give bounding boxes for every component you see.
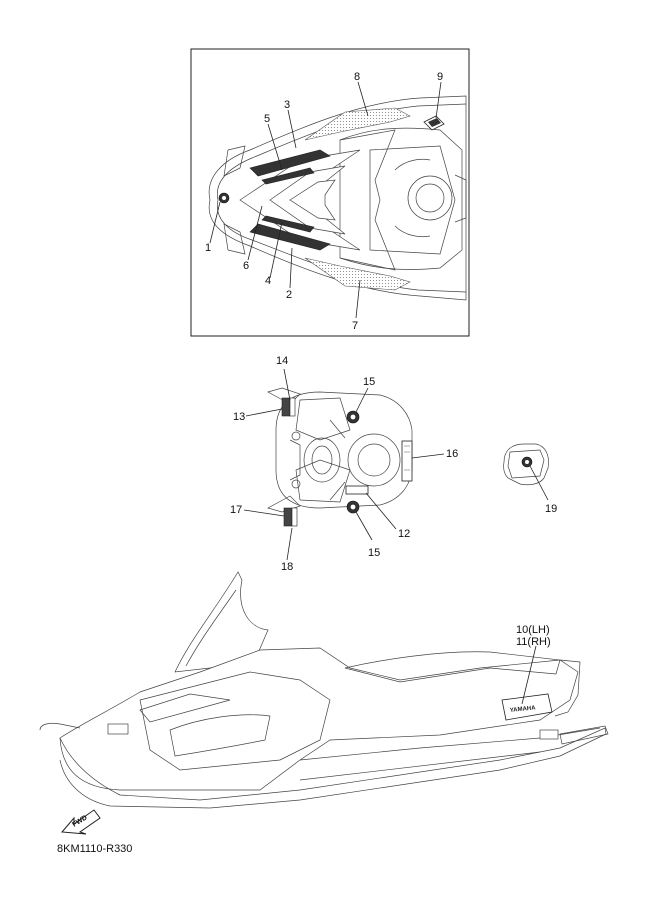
side-decal-10-11 (501, 693, 553, 721)
callout-9: 9 (437, 71, 443, 83)
callout-11: 11(RH) (516, 636, 551, 648)
callout-16: 16 (446, 448, 458, 460)
callout-8: 8 (354, 71, 360, 83)
callout-15-upper: 15 (363, 376, 375, 388)
callout-5: 5 (264, 113, 270, 125)
side-panel-top-decal (304, 107, 411, 141)
label-16 (401, 440, 413, 482)
callout-17: 17 (230, 504, 242, 516)
tank-top-view (243, 368, 445, 561)
windshield (174, 571, 269, 673)
callout-6: 6 (243, 260, 249, 272)
body-outline (59, 647, 579, 791)
label-12 (345, 485, 369, 495)
label-17 (283, 507, 293, 527)
stripe-upper (249, 149, 331, 177)
part-19-cover (503, 443, 549, 501)
callout-13: 13 (233, 411, 245, 423)
callout-3: 3 (284, 99, 290, 111)
callout-4: 4 (265, 275, 271, 287)
callout-18: 18 (281, 561, 293, 573)
tank-outline (275, 391, 413, 509)
label-13 (281, 397, 291, 417)
callout-12: 12 (398, 528, 410, 540)
callout-15-lower: 15 (368, 547, 380, 559)
snowmobile-side-view: YAMAHA (39, 571, 609, 809)
side-panel-bottom-decal (304, 257, 411, 291)
stripe-lower (249, 223, 331, 251)
callout-2: 2 (286, 289, 292, 301)
callout-1: 1 (205, 242, 211, 254)
callout-7: 7 (352, 320, 358, 332)
hood-detail-panel (190, 48, 470, 337)
callout-19: 19 (545, 503, 557, 515)
svg-text:YAMAHA: YAMAHA (510, 705, 537, 714)
gas-cap-ring (347, 433, 401, 487)
callout-10: 10(LH) (516, 624, 550, 636)
detail-frame (190, 48, 470, 337)
callout-14: 14 (276, 355, 288, 367)
diagram-code: 8KM1110-R330 (57, 843, 132, 855)
fwd-arrow-icon: FWD (60, 809, 101, 835)
